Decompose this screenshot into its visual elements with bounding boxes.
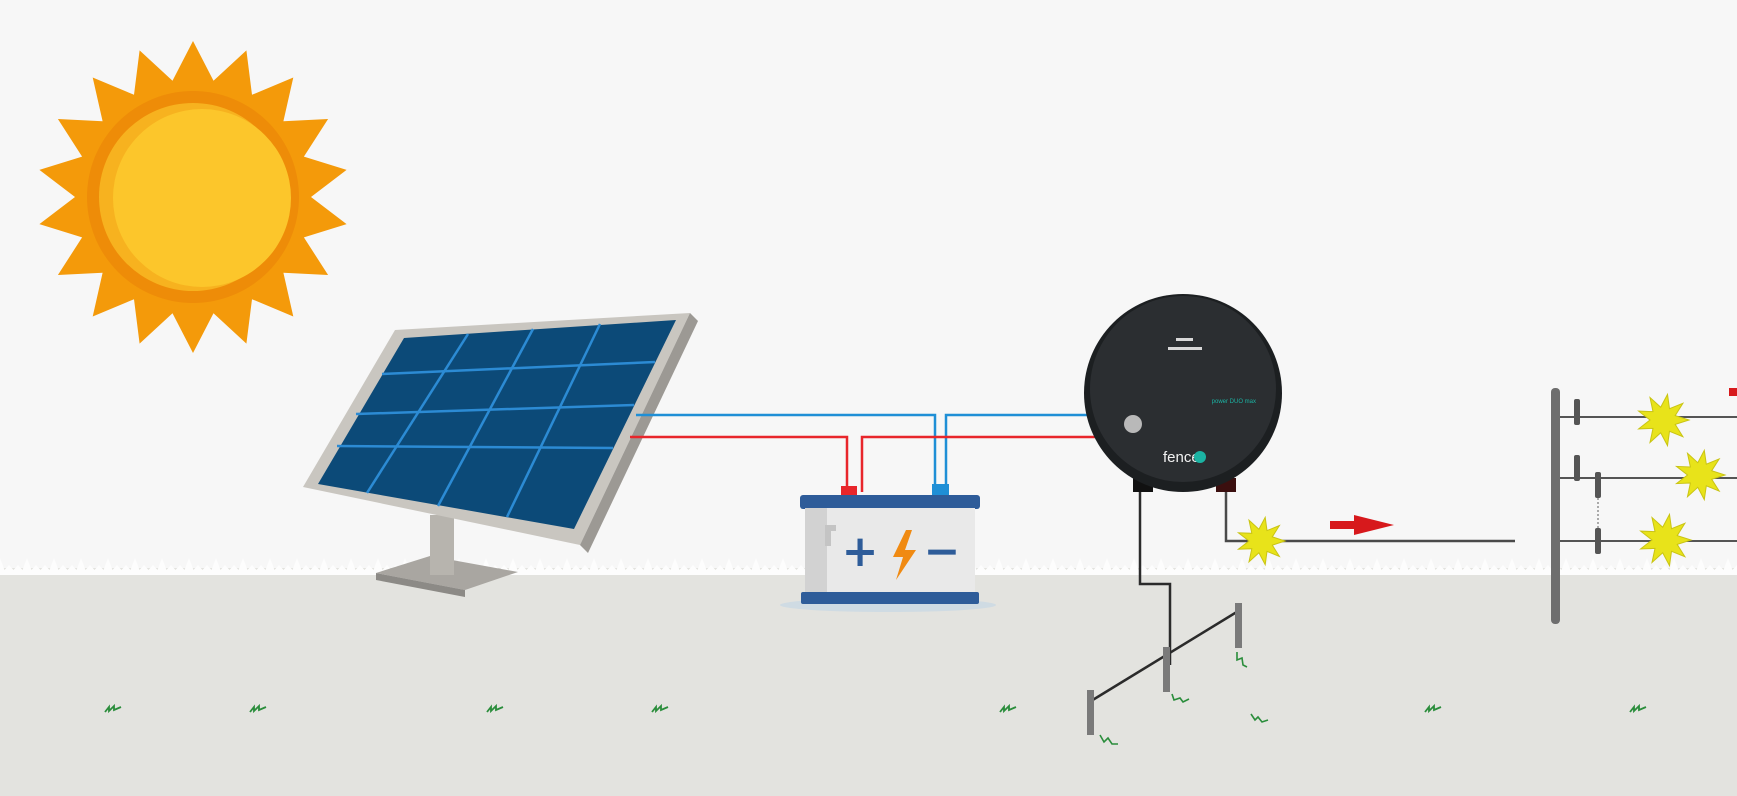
earth-rod bbox=[1235, 603, 1242, 648]
earth-rod bbox=[1087, 690, 1094, 735]
energizer-brand-logo: fence bbox=[1163, 449, 1200, 466]
spark-icon bbox=[1236, 515, 1287, 567]
grass-tuft-icon bbox=[486, 703, 504, 714]
ground-rod-icon bbox=[1087, 490, 1269, 745]
spark-icon bbox=[1637, 392, 1691, 448]
flow-arrow-edge bbox=[1729, 388, 1737, 396]
grass-tuft-icon bbox=[1424, 703, 1442, 714]
fence-energizer-icon: power DUO max fence bbox=[1084, 294, 1282, 492]
car-battery-icon: + − bbox=[780, 484, 996, 612]
grass-tuft-icon bbox=[104, 703, 122, 714]
spark-icon bbox=[1674, 448, 1727, 502]
fence-output-wire bbox=[1224, 490, 1515, 543]
lightning-icon bbox=[893, 530, 916, 580]
grass-tufts bbox=[104, 703, 1647, 714]
grass-tuft-icon bbox=[999, 703, 1017, 714]
wiring bbox=[630, 413, 1100, 492]
sun-icon bbox=[39, 41, 347, 353]
grass-tuft-icon bbox=[1629, 703, 1647, 714]
negative-wire-to-energizer bbox=[944, 413, 1100, 492]
negative-terminal bbox=[932, 484, 949, 498]
insulator bbox=[1574, 455, 1580, 481]
negative-wire bbox=[636, 413, 937, 492]
fence-post bbox=[1551, 388, 1560, 624]
energizer-model-label: power DUO max bbox=[1212, 399, 1256, 405]
spark-icon bbox=[1639, 512, 1693, 568]
insulator bbox=[1574, 399, 1580, 425]
grass-tuft-icon bbox=[651, 703, 669, 714]
minus-symbol: − bbox=[924, 526, 961, 577]
insulator bbox=[1595, 472, 1601, 498]
plus-symbol: + bbox=[842, 526, 879, 577]
spark-group bbox=[1236, 392, 1727, 568]
current-flow-arrow-icon bbox=[1330, 515, 1394, 535]
positive-wire-to-energizer bbox=[860, 435, 1100, 492]
insulator bbox=[1595, 528, 1601, 554]
earth-rod bbox=[1163, 647, 1170, 692]
grass-tuft-icon bbox=[249, 703, 267, 714]
positive-wire bbox=[630, 435, 849, 492]
solar-panel-icon bbox=[303, 313, 698, 597]
